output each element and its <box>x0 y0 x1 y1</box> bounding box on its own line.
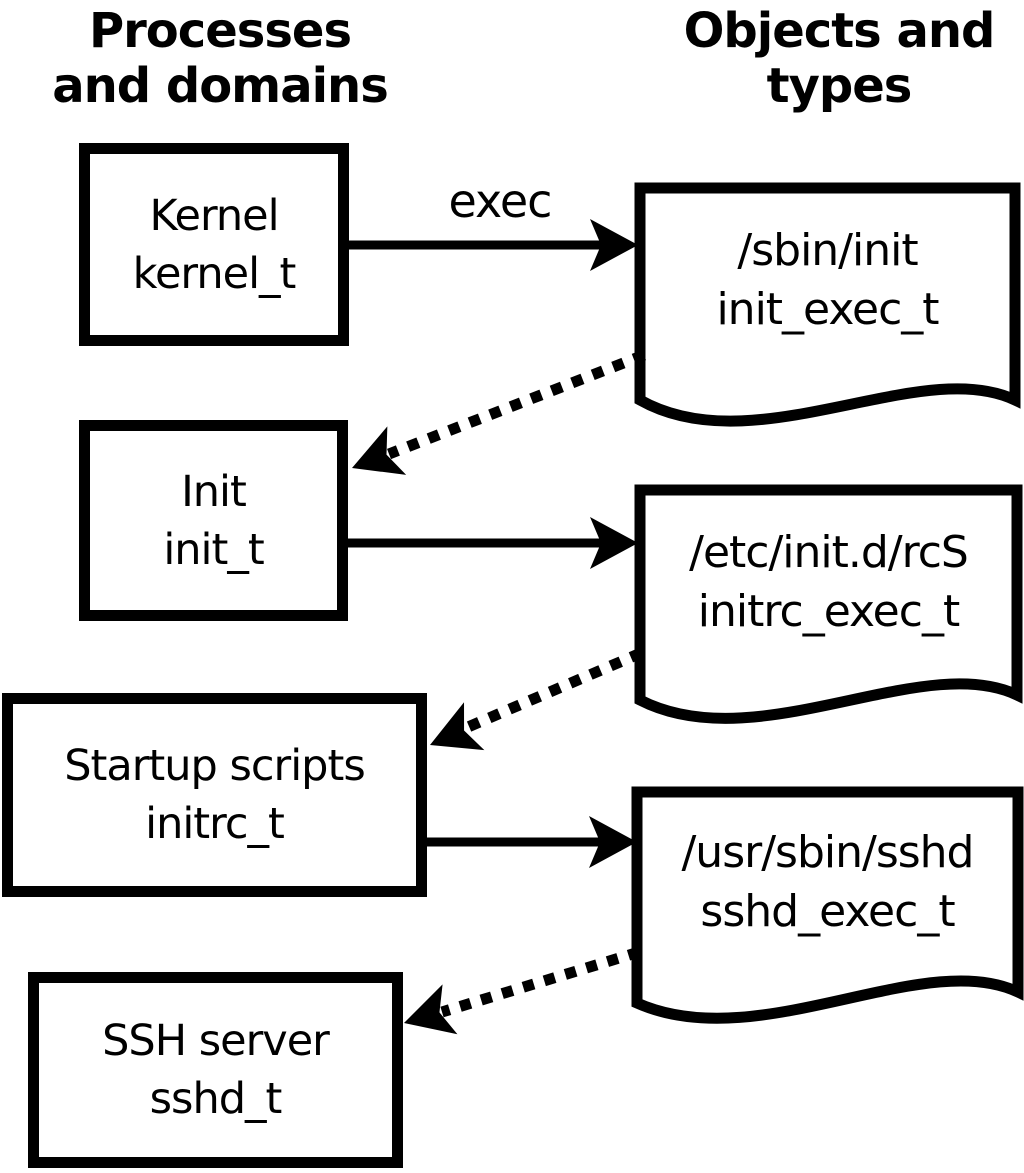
arrow-head-icon <box>404 984 458 1035</box>
domain-type: kernel_t <box>132 248 297 299</box>
process-name: Kernel <box>149 190 279 241</box>
domain-type: init_t <box>163 524 264 575</box>
process-box-init: Init init_t <box>79 420 348 621</box>
transition-arrow-initrc-exec-to-initrc-t <box>430 647 644 751</box>
column-header-objects: Objects and types <box>655 4 1023 114</box>
transition-arrow-init-exec-to-init-t <box>352 349 646 475</box>
column-header-processes: Processes and domains <box>10 4 430 114</box>
arrow-head-icon <box>590 517 638 569</box>
document-shape-usr-sbin-sshd <box>631 786 1024 1024</box>
domain-type: sshd_t <box>149 1074 283 1124</box>
process-box-ssh-server: SSH server sshd_t <box>28 972 403 1168</box>
header-objects-line1: Objects and <box>683 3 996 59</box>
process-box-kernel: Kernel kernel_t <box>79 143 349 346</box>
exec-arrow-kernel-to-sbin-init <box>348 219 638 271</box>
object-type: sshd_exec_t <box>700 886 955 937</box>
exec-arrow-init-to-rcs <box>347 517 638 569</box>
object-doc-sbin-init: /sbin/init init_exec_t <box>640 200 1015 360</box>
process-name: SSH server <box>102 1016 330 1066</box>
process-name: Startup scripts <box>64 741 365 791</box>
document-shape-sbin-init <box>634 182 1021 427</box>
object-path: /sbin/init <box>737 225 918 276</box>
exec-arrow-label: exec <box>448 174 553 228</box>
process-name: Init <box>181 466 247 517</box>
arrow-head-icon <box>430 702 485 751</box>
transition-arrow-sshd-exec-to-sshd-t <box>404 946 641 1035</box>
arrow-head-icon <box>589 816 637 868</box>
domain-type: initrc_t <box>145 799 285 849</box>
object-type: init_exec_t <box>716 284 939 335</box>
object-type: initrc_exec_t <box>697 586 960 637</box>
arrow-head-icon <box>590 219 638 271</box>
arrow-head-icon <box>352 426 407 475</box>
process-box-startup-scripts: Startup scripts initrc_t <box>2 693 427 897</box>
object-doc-etc-initd-rcs: /etc/init.d/rcS initrc_exec_t <box>640 502 1017 662</box>
header-objects-line2: types <box>766 58 913 114</box>
arrow-dotted-line <box>440 946 641 1018</box>
header-processes-line2: and domains <box>52 58 389 114</box>
arrow-dotted-line <box>465 647 644 733</box>
object-path: /usr/sbin/sshd <box>681 827 974 878</box>
exec-arrow-startup-to-sshd <box>427 816 637 868</box>
object-path: /etc/init.d/rcS <box>689 527 969 578</box>
document-shape-etc-initd-rcs <box>634 484 1023 724</box>
arrow-dotted-line <box>387 349 646 460</box>
header-processes-line1: Processes <box>88 3 352 59</box>
object-doc-usr-sbin-sshd: /usr/sbin/sshd sshd_exec_t <box>637 802 1018 962</box>
